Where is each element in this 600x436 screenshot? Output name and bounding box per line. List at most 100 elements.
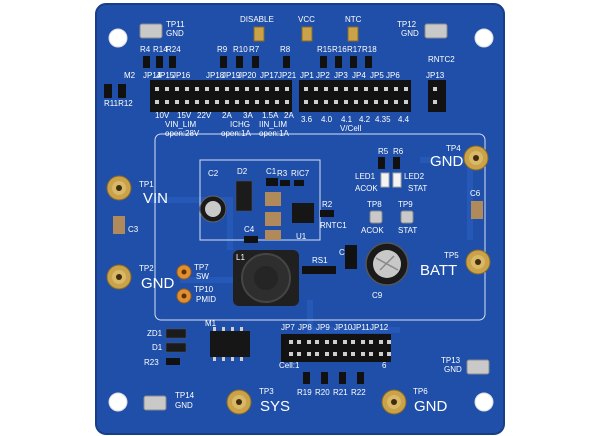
test-point-tp14 (143, 395, 167, 411)
header-pin (433, 100, 437, 104)
label-jp16: JP16 (172, 71, 191, 80)
mounting-hole (108, 392, 128, 412)
label-tp1: TP1 (139, 180, 154, 189)
label-disable: DISABLE (240, 15, 274, 24)
label-jp4: JP4 (352, 71, 366, 80)
label-r18: R18 (362, 45, 377, 54)
header-pin (275, 100, 279, 104)
label-tp10: TP10 (194, 285, 214, 294)
label-vcell-4-1: 4.1 (341, 115, 353, 124)
label-jp11: JP11 (352, 323, 370, 332)
header-pin (255, 87, 259, 91)
silk-frame (154, 133, 486, 321)
header-pin (324, 100, 328, 104)
header-pin (307, 352, 311, 356)
resistor-r20 (321, 372, 328, 384)
test-pad-hole (116, 274, 122, 280)
label-tp4-gnd: GND (430, 153, 464, 170)
label-tp8: TP8 (367, 200, 382, 209)
header-pin (225, 87, 229, 91)
header-body-bottom (281, 334, 391, 362)
header-pin (374, 100, 378, 104)
header-pin (315, 352, 319, 356)
label-batt: BATT (420, 262, 457, 279)
capacitor-tan (265, 192, 281, 206)
label-jp6: JP6 (386, 71, 400, 80)
label-jp3: JP3 (334, 71, 348, 80)
header-pin (285, 87, 289, 91)
test-pad-hole (391, 399, 397, 405)
led1 (380, 172, 390, 188)
resistor-r21 (339, 372, 346, 384)
m1-pins (213, 327, 243, 361)
resistor-r22 (357, 372, 364, 384)
label-rs1: RS1 (312, 256, 328, 265)
header-pin (374, 87, 378, 91)
resistor-r3 (280, 180, 290, 186)
label-vin-lim-10v: 10V (155, 111, 170, 120)
mounting-hole (474, 28, 494, 48)
header-pin (265, 100, 269, 104)
header-pin (404, 87, 408, 91)
header-pin (361, 340, 365, 344)
label-r19: R19 (297, 388, 312, 397)
label-jp17: JP17 (260, 71, 279, 80)
zener-zd1 (165, 328, 187, 339)
label-vcell-3-6: 3.6 (301, 115, 313, 124)
header-pin (195, 100, 199, 104)
header-pin (205, 87, 209, 91)
header-pin (155, 87, 159, 91)
label-jp19: JP19 (222, 71, 241, 80)
label-zd1: ZD1 (147, 329, 163, 338)
label-tp14: TP14 (175, 391, 195, 400)
capacitor-c3 (113, 216, 125, 234)
capacitor-vent (375, 255, 399, 271)
label-r21: R21 (333, 388, 348, 397)
label-r3: R3 (277, 169, 288, 178)
header-pin (394, 100, 398, 104)
label-m2: M2 (124, 71, 136, 80)
test-pad-hole (236, 399, 242, 405)
label-jp12: JP12 (370, 323, 389, 332)
label-r6: R6 (393, 147, 404, 156)
label-ric7: RIC7 (291, 169, 310, 178)
test-pad-hole (181, 269, 187, 275)
label-cell-right: 6 (382, 361, 387, 370)
header-pin (404, 100, 408, 104)
label-stat: STAT (408, 184, 427, 193)
label-vcell-4-35: 4.35 (375, 115, 391, 124)
header-pin (343, 352, 347, 356)
resistor-r6 (393, 157, 400, 169)
header-pin (289, 352, 293, 356)
label-r10: R10 (233, 45, 248, 54)
header-pin (175, 100, 179, 104)
label-led2: LED2 (404, 172, 425, 181)
label-r7: R7 (249, 45, 260, 54)
label-u1: U1 (296, 232, 307, 241)
label-r20: R20 (315, 388, 330, 397)
pad-ntc (347, 26, 359, 42)
mounting-hole (108, 28, 128, 48)
label-vin-lim: VIN_LIM (165, 120, 196, 129)
led2 (392, 172, 402, 188)
header-pin (384, 100, 388, 104)
label-tp7: TP7 (194, 263, 209, 272)
resistor-r5 (378, 157, 385, 169)
header-pin (394, 87, 398, 91)
label-jp13: JP13 (426, 71, 445, 80)
header-pin (205, 100, 209, 104)
label-r17: R17 (347, 45, 362, 54)
capacitor-c6 (471, 201, 483, 219)
header-pin (235, 87, 239, 91)
label-r23: R23 (144, 358, 159, 367)
header-pin (307, 340, 311, 344)
diode-d2 (235, 180, 253, 212)
label-r5: R5 (378, 147, 389, 156)
test-point-tp9 (400, 210, 414, 224)
label-iin-lim: IIN_LIM (259, 120, 287, 129)
label-sw: SW (196, 272, 209, 281)
label-jp2: JP2 (316, 71, 330, 80)
header-pin (333, 352, 337, 356)
capacitor-top (205, 201, 221, 217)
label-jp18: JP18 (206, 71, 225, 80)
